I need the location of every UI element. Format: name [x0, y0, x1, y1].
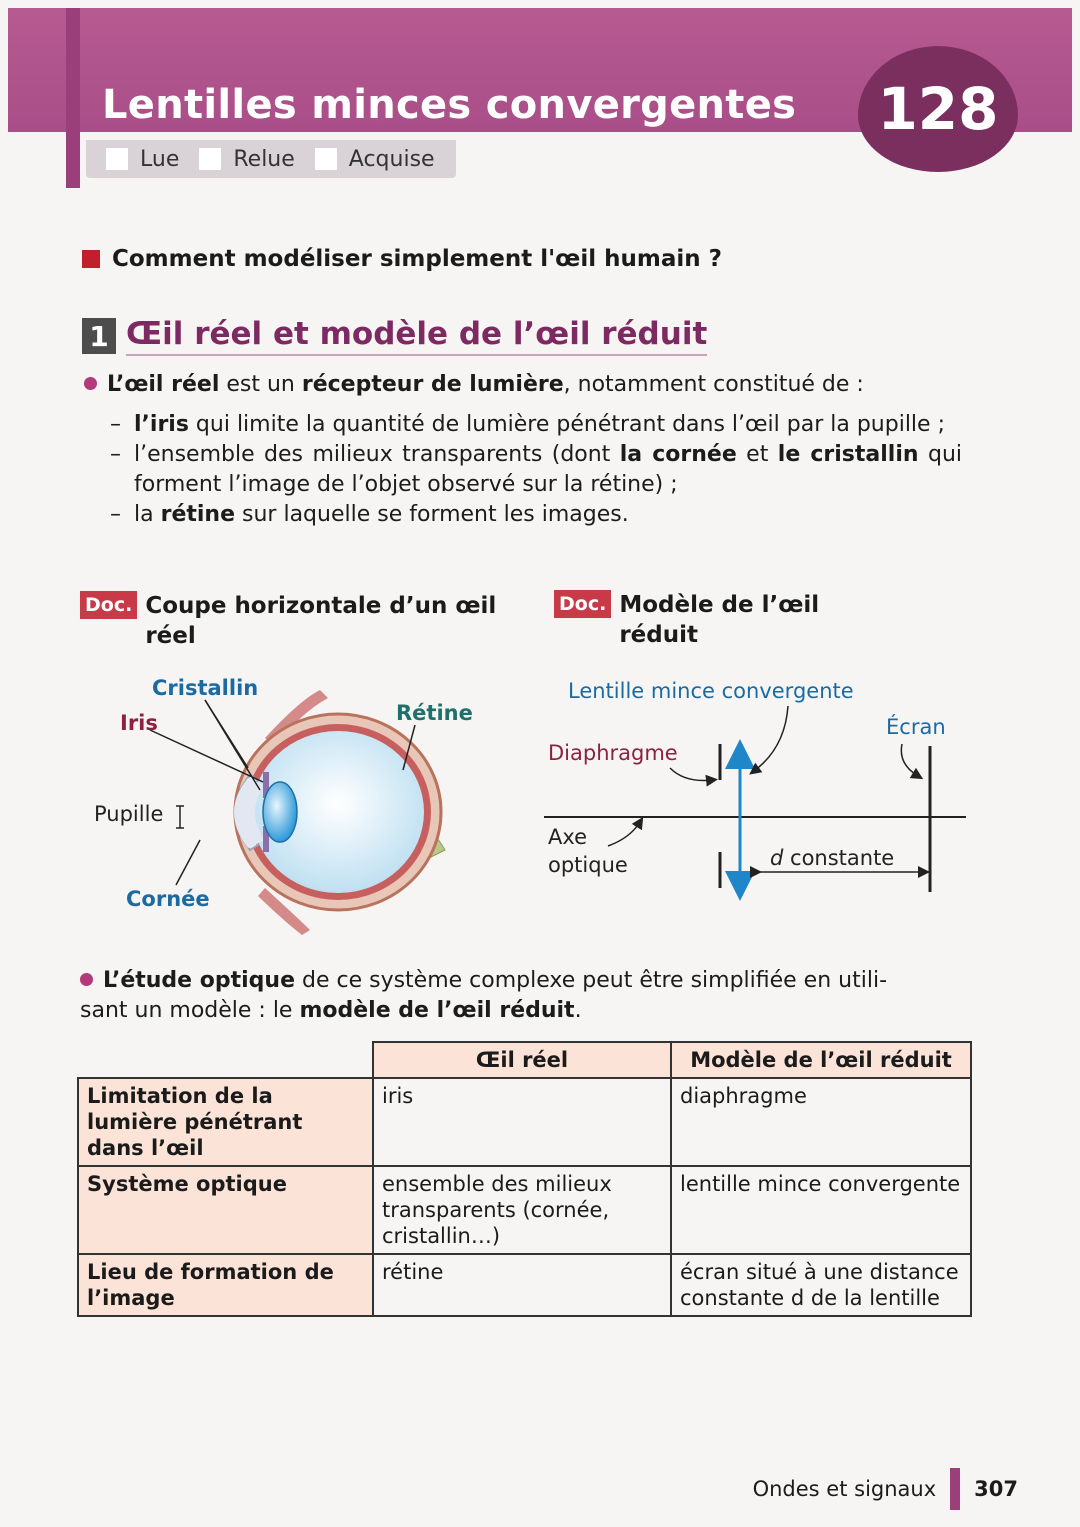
vitreous-body [252, 731, 424, 893]
study-text-2: sant un modèle : le [80, 998, 300, 1023]
doc2-heading: Doc. Modèle de l’œil réduit [554, 590, 844, 650]
et-text: et [736, 442, 778, 467]
label-axe: Axe [548, 825, 587, 849]
section-title: Œil réel et modèle de l’œil réduit [126, 316, 708, 356]
cornee-bold: la cornée [619, 442, 737, 467]
leader-diaphragme [669, 767, 718, 787]
doc2-badge: Doc. [554, 590, 612, 618]
label-diaphragme: Diaphragme [548, 741, 678, 765]
doc1-heading: Doc. Coupe horizontale d’un œil réel [80, 591, 510, 651]
footer-section: Ondes et signaux [752, 1477, 937, 1501]
eye-cross-section-diagram: Cristallin Iris Rétine Pupille Cornée [94, 676, 473, 935]
table-corner [78, 1042, 373, 1078]
intro-bold-3: récepteur de lumière [301, 372, 564, 397]
label-lentille: Lentille mince convergente [568, 679, 854, 703]
leader-axe [607, 816, 644, 847]
doc1-title: Coupe horizontale d’un œil réel [145, 593, 497, 649]
page-footer: Ondes et signaux 307 [753, 1468, 1018, 1510]
fiche-number-badge: 128 [858, 46, 1018, 172]
list-item: – l’ensemble des milieux transparents (d… [110, 442, 963, 497]
header-strip [66, 8, 80, 188]
label-cristallin: Cristallin [152, 676, 258, 700]
leader-cristallin-2 [204, 699, 261, 791]
checkbox-lue-label: Lue [140, 146, 180, 172]
label-iris: Iris [120, 711, 158, 735]
label-optique: optique [548, 853, 628, 877]
leader-lentille [749, 705, 789, 775]
milieux-end-text: qui forment l’image de l’objet observé s… [134, 442, 963, 497]
bullet-dot-icon [84, 376, 97, 390]
page-title: Lentilles minces convergentes [102, 82, 797, 128]
doc2-title: Modèle de l’œil réduit [619, 592, 820, 648]
cell-reel-milieux: ensemble des milieux transparents (corné… [372, 1165, 672, 1255]
progress-checklist: Lue Relue Acquise [86, 140, 456, 178]
leader-iris [149, 729, 264, 783]
checkbox-acquise[interactable] [314, 148, 337, 170]
intro-bold-1: L’œil réel [107, 372, 220, 397]
retine-pre: la [134, 502, 161, 527]
page-number: 307 [974, 1477, 1018, 1501]
study-text: de ce système complexe peut être simplif… [295, 968, 888, 993]
doc1-badge: Doc. [80, 591, 138, 619]
muscle-bottom [258, 888, 310, 935]
question-line: Comment modéliser simplement l'œil humai… [82, 246, 722, 272]
leader-retine [402, 724, 416, 771]
milieux-text: l’ensemble des milieux transparents (don… [134, 442, 620, 467]
table-header-row: Œil réel Modèle de l’œil réduit [78, 1041, 972, 1079]
cell-modele-ecran: écran situé à une distance constante d d… [670, 1253, 972, 1317]
checkbox-relue[interactable] [199, 148, 222, 170]
label-distance: d constante [770, 846, 894, 870]
retine-text: sur laquelle se forment les images. [235, 502, 629, 527]
checkbox-lue[interactable] [106, 148, 128, 170]
table-header-modele: Modèle de l’œil réduit [670, 1041, 972, 1079]
section-heading: 1 Œil réel et modèle de l’œil réduit [82, 316, 708, 356]
list-item: – la rétine sur laquelle se forment les … [110, 502, 629, 527]
study-paragraph: L’étude optique de ce système complexe p… [80, 966, 970, 1026]
study-bold-2: modèle de l’œil réduit [299, 998, 575, 1023]
iris-top [263, 772, 269, 798]
list-item: – l’iris qui limite la quantité de lumiè… [110, 412, 945, 437]
label-cornee: Cornée [126, 887, 210, 911]
checkbox-acquise-label: Acquise [348, 146, 435, 172]
table-row: Limitation de la lumière pénétrant dans … [77, 1077, 972, 1167]
cristallin-bold: le cristallin [777, 442, 919, 467]
retine-bold: rétine [160, 502, 236, 527]
iris-bold: l’iris [134, 412, 189, 437]
leader-cornee [175, 839, 201, 886]
intro-paragraph: L’œil réel est un récepteur de lumière, … [84, 370, 964, 400]
table-row: Système optique ensemble des milieux tra… [77, 1165, 972, 1255]
cell-modele-lentille: lentille mince convergente [670, 1165, 972, 1255]
iris-text: qui limite la quantité de lumière pénétr… [188, 412, 945, 437]
study-bold: L’étude optique [103, 968, 295, 993]
intro-text-2: est un [219, 372, 302, 397]
intro-list: – l’iris qui limite la quantité de lumiè… [110, 410, 962, 530]
row-label-limitation: Limitation de la lumière pénétrant dans … [77, 1077, 374, 1167]
iris-bottom [263, 826, 269, 852]
table-header-oeil-reel: Œil réel [372, 1041, 672, 1079]
label-retine: Rétine [396, 701, 473, 725]
anterior-chamber [234, 778, 265, 848]
crystalline-lens [262, 781, 298, 843]
label-d-italic: d [770, 846, 784, 870]
section-number: 1 [82, 318, 116, 354]
row-label-lieu: Lieu de formation de l’image [77, 1253, 374, 1317]
intro-text-4: , notamment constitué de : [563, 372, 864, 397]
comparison-table: Œil réel Modèle de l’œil réduit Limitati… [77, 1041, 972, 1317]
label-constante: constante [783, 846, 894, 870]
footer-bar [950, 1468, 961, 1510]
reduced-eye-model-diagram: Lentille mince convergente Écran Diaphra… [544, 679, 966, 901]
label-ecran: Écran [886, 714, 946, 739]
label-pupille: Pupille [94, 802, 163, 826]
checkbox-relue-label: Relue [233, 146, 295, 172]
study-end: . [574, 998, 582, 1023]
cell-reel-retine: rétine [372, 1253, 672, 1317]
square-bullet-icon [82, 250, 100, 268]
question-text: Comment modéliser simplement l'œil humai… [112, 246, 722, 272]
table-row: Lieu de formation de l’image rétine écra… [77, 1253, 972, 1317]
bullet-dot-icon [80, 972, 93, 986]
leader-ecran [900, 743, 924, 780]
row-label-systeme: Système optique [77, 1165, 374, 1255]
cell-modele-diaphragme: diaphragme [670, 1077, 972, 1167]
cell-reel-iris: iris [372, 1077, 672, 1167]
